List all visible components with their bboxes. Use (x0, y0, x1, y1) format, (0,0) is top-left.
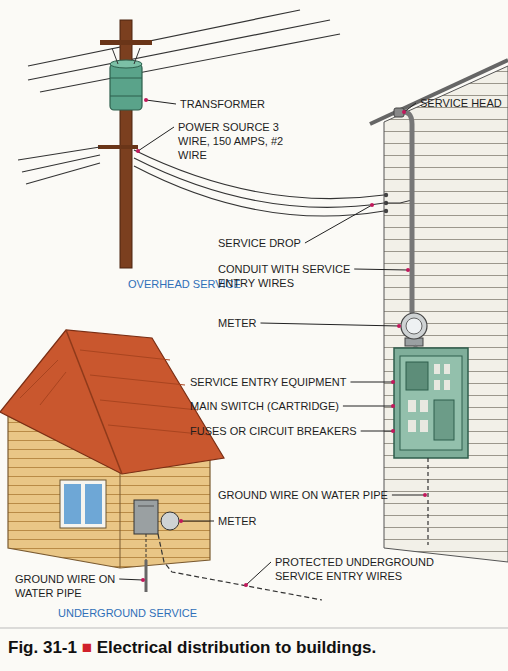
leader-line (146, 100, 176, 104)
callout-label: SERVICE ENTRY EQUIPMENT (190, 375, 346, 389)
leader-line (404, 103, 416, 112)
fuse (408, 400, 416, 412)
callout-label: MAIN SWITCH (CARTRIDGE) (190, 399, 339, 413)
leader-dot (370, 203, 374, 207)
caption-rule (0, 628, 508, 629)
callout-label: METER (218, 514, 257, 528)
breaker (444, 364, 450, 374)
insulator (384, 193, 388, 197)
window-frame (60, 480, 106, 528)
water-pipe (145, 560, 148, 592)
callout-label: SERVICE DROP (218, 236, 301, 250)
breaker (434, 380, 440, 390)
service-panel (394, 348, 468, 458)
leader-line (181, 521, 214, 522)
shingle-line (80, 350, 170, 360)
leader-dot (144, 98, 148, 102)
leader-dot (244, 583, 248, 587)
transformer-lead (112, 48, 118, 64)
breaker-bank (434, 400, 454, 440)
drip-loop (386, 200, 412, 203)
leader-dot (179, 519, 183, 523)
leader-dot (141, 578, 145, 582)
leader-line (361, 431, 393, 432)
service-drop-wire (134, 150, 384, 199)
crossarm (100, 40, 152, 45)
window-pane (64, 484, 81, 524)
main-switch (406, 362, 428, 390)
meter (401, 313, 427, 339)
callout-label: SERVICE HEAD (420, 96, 502, 110)
fuse (420, 420, 428, 432)
callout-label: CONDUIT WITH SERVICE ENTRY WIRES (218, 262, 370, 290)
callout-label: METER (218, 316, 257, 330)
insulator (384, 209, 388, 213)
wire (26, 163, 100, 184)
power-line (40, 34, 340, 92)
leader-dot (397, 324, 401, 328)
meter-face (406, 318, 422, 334)
service-drop-wire (134, 158, 384, 207)
leader-line (392, 495, 425, 496)
leader-dot (391, 429, 395, 433)
caption-marker: ■ (82, 638, 92, 657)
service-drop-wire (134, 166, 384, 216)
callout-label: POWER SOURCE 3 WIRE, 150 AMPS, #2 WIRE (178, 120, 310, 162)
leader-dot (391, 404, 395, 408)
callout-label: PROTECTED UNDERGROUND SERVICE ENTRY WIRE… (275, 555, 443, 583)
transformer-lead (134, 48, 140, 64)
breaker (444, 380, 450, 390)
power-line (28, 20, 330, 80)
conduit (400, 112, 412, 313)
meter (161, 512, 179, 530)
leader-dot (402, 110, 406, 114)
transformer-top (110, 60, 142, 68)
leader-line (354, 269, 408, 270)
callout-label: GROUND WIRE ON WATER PIPE (15, 572, 127, 600)
power-line (28, 10, 300, 66)
transformer-band (110, 96, 142, 97)
ground-wire (427, 458, 428, 545)
leader-line (261, 323, 400, 326)
shingle-line (40, 372, 66, 405)
shingle-line (90, 375, 185, 385)
leader-line (119, 579, 143, 580)
callout-label: TRANSFORMER (180, 97, 265, 111)
leader-dot (406, 268, 410, 272)
ground-wire (146, 534, 147, 560)
callout-label: GROUND WIRE ON WATER PIPE (218, 488, 388, 502)
shingle-line (100, 400, 198, 410)
leader-dot (391, 380, 395, 384)
leader-line (305, 205, 372, 243)
leader-dot (136, 149, 140, 153)
callout-label: FUSES OR CIRCUIT BREAKERS (190, 424, 357, 438)
window-pane (85, 484, 102, 524)
leader-line (343, 406, 393, 407)
transformer (110, 64, 142, 110)
fuse (420, 400, 428, 412)
leader-line (138, 127, 174, 151)
figure-caption: Fig. 31-1 ■ Electrical distribution to b… (8, 638, 376, 658)
meter-box-detail (138, 506, 154, 507)
section-title: UNDERGROUND SERVICE (58, 606, 197, 620)
utility-pole (120, 20, 132, 268)
meter-box (134, 500, 158, 534)
house-corner (120, 470, 121, 568)
breaker (434, 364, 440, 374)
shingle-line (20, 360, 58, 398)
fuse (408, 420, 416, 432)
building-wall (384, 66, 508, 562)
transformer-band (110, 78, 142, 79)
panel-door (400, 356, 462, 450)
wire (22, 155, 100, 172)
crossarm (98, 145, 138, 149)
roof-fascia (370, 60, 508, 124)
leader-line (350, 382, 393, 383)
leader-line (246, 562, 271, 585)
leader-dot (423, 493, 427, 497)
